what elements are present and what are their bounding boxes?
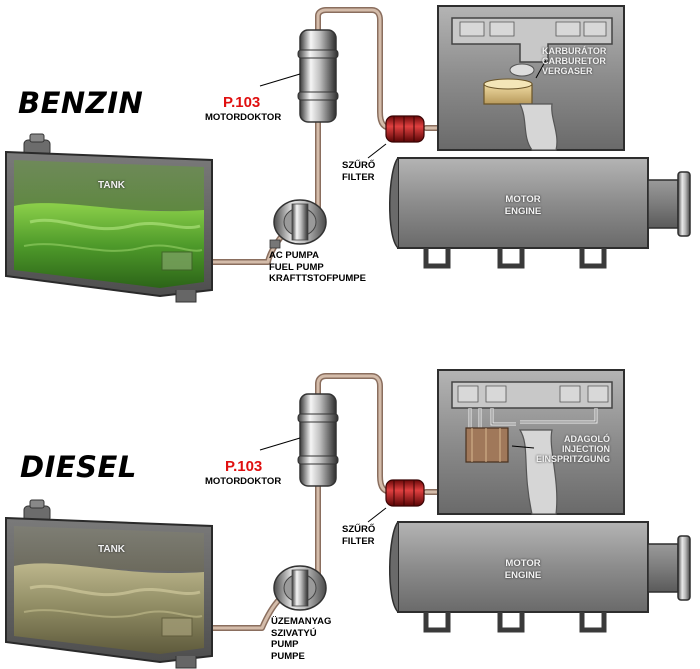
benzin-pump-label: AC PUMPA FUEL PUMP KRAFTTSTOFPUMPE bbox=[269, 250, 366, 285]
benzin-carb-line-2: CARBURETOR bbox=[542, 56, 606, 66]
benzin-carburetor-label: KARBURÁTOR CARBURETOR VERGASER bbox=[542, 46, 606, 76]
diesel-engine-line-2: ENGINE bbox=[504, 570, 542, 581]
diesel-filter-line-1: SZŰRŐ bbox=[342, 524, 376, 535]
diesel-inj-line-3: EINSPRITZGUNG bbox=[536, 454, 611, 464]
diesel-tank bbox=[5, 499, 213, 669]
diesel-system bbox=[5, 369, 691, 669]
benzin-engine-label: MOTOR ENGINE bbox=[498, 194, 548, 218]
benzin-fuel-pump bbox=[269, 199, 327, 249]
benzin-tank-label: TANK bbox=[98, 180, 126, 191]
diesel-engine-line-1: MOTOR bbox=[505, 558, 541, 569]
benzin-pump-line-1: AC PUMPA bbox=[269, 250, 319, 261]
benzin-carb-line-3: VERGASER bbox=[542, 66, 593, 76]
benzin-product-code: P.103 bbox=[223, 94, 261, 111]
benzin-filter-line-2: FILTER bbox=[342, 171, 375, 183]
benzin-engine bbox=[389, 5, 691, 269]
diesel-inj-line-1: ADAGOLÓ bbox=[564, 434, 611, 444]
benzin-carb-line-1: KARBURÁTOR bbox=[542, 46, 607, 56]
diesel-title: DIESEL bbox=[20, 450, 137, 484]
diesel-tank-label: TANK bbox=[98, 544, 126, 555]
diesel-pump-line-4: PUMPE bbox=[271, 650, 305, 662]
diesel-engine-label: MOTOR ENGINE bbox=[498, 558, 548, 582]
diesel-inj-line-2: INJECTION bbox=[562, 444, 611, 454]
benzin-engine-line-2: ENGINE bbox=[504, 206, 542, 217]
diesel-motordoktor-canister bbox=[297, 393, 339, 487]
diesel-pump-line-2: SZIVATYÚ bbox=[271, 627, 317, 639]
benzin-leader-lines bbox=[259, 59, 547, 159]
benzin-filter bbox=[385, 115, 425, 143]
diesel-filter-line-2: FILTER bbox=[342, 535, 375, 547]
diesel-filter bbox=[385, 479, 425, 507]
diesel-engine bbox=[389, 369, 691, 633]
diesel-pump-line-3: PUMP bbox=[271, 639, 299, 650]
diesel-injection-label: ADAGOLÓ INJECTION EINSPRITZGUNG bbox=[536, 434, 610, 464]
diesel-filter-label: SZŰRŐ FILTER bbox=[342, 524, 375, 547]
diesel-leader-lines bbox=[259, 437, 535, 523]
diesel-product-name: MOTORDOKTOR bbox=[205, 476, 282, 487]
benzin-pump-line-3: KRAFTTSTOFPUMPE bbox=[269, 273, 366, 284]
diesel-fuel-pump bbox=[273, 565, 327, 611]
benzin-motordoktor-canister bbox=[297, 29, 339, 123]
benzin-filter-label: SZŰRŐ FILTER bbox=[342, 160, 375, 183]
benzin-tank bbox=[5, 133, 213, 303]
diesel-product-code: P.103 bbox=[225, 458, 263, 475]
benzin-product-name: MOTORDOKTOR bbox=[205, 112, 282, 123]
benzin-system bbox=[5, 5, 691, 303]
benzin-pump-line-2: FUEL PUMP bbox=[269, 261, 324, 273]
benzin-engine-line-1: MOTOR bbox=[505, 194, 541, 205]
diesel-pump-line-1: ÜZEMANYAG bbox=[271, 616, 332, 627]
diesel-pump-label: ÜZEMANYAG SZIVATYÚ PUMP PUMPE bbox=[271, 616, 331, 662]
benzin-filter-line-1: SZŰRŐ bbox=[342, 160, 376, 171]
benzin-title: BENZIN bbox=[18, 86, 144, 120]
